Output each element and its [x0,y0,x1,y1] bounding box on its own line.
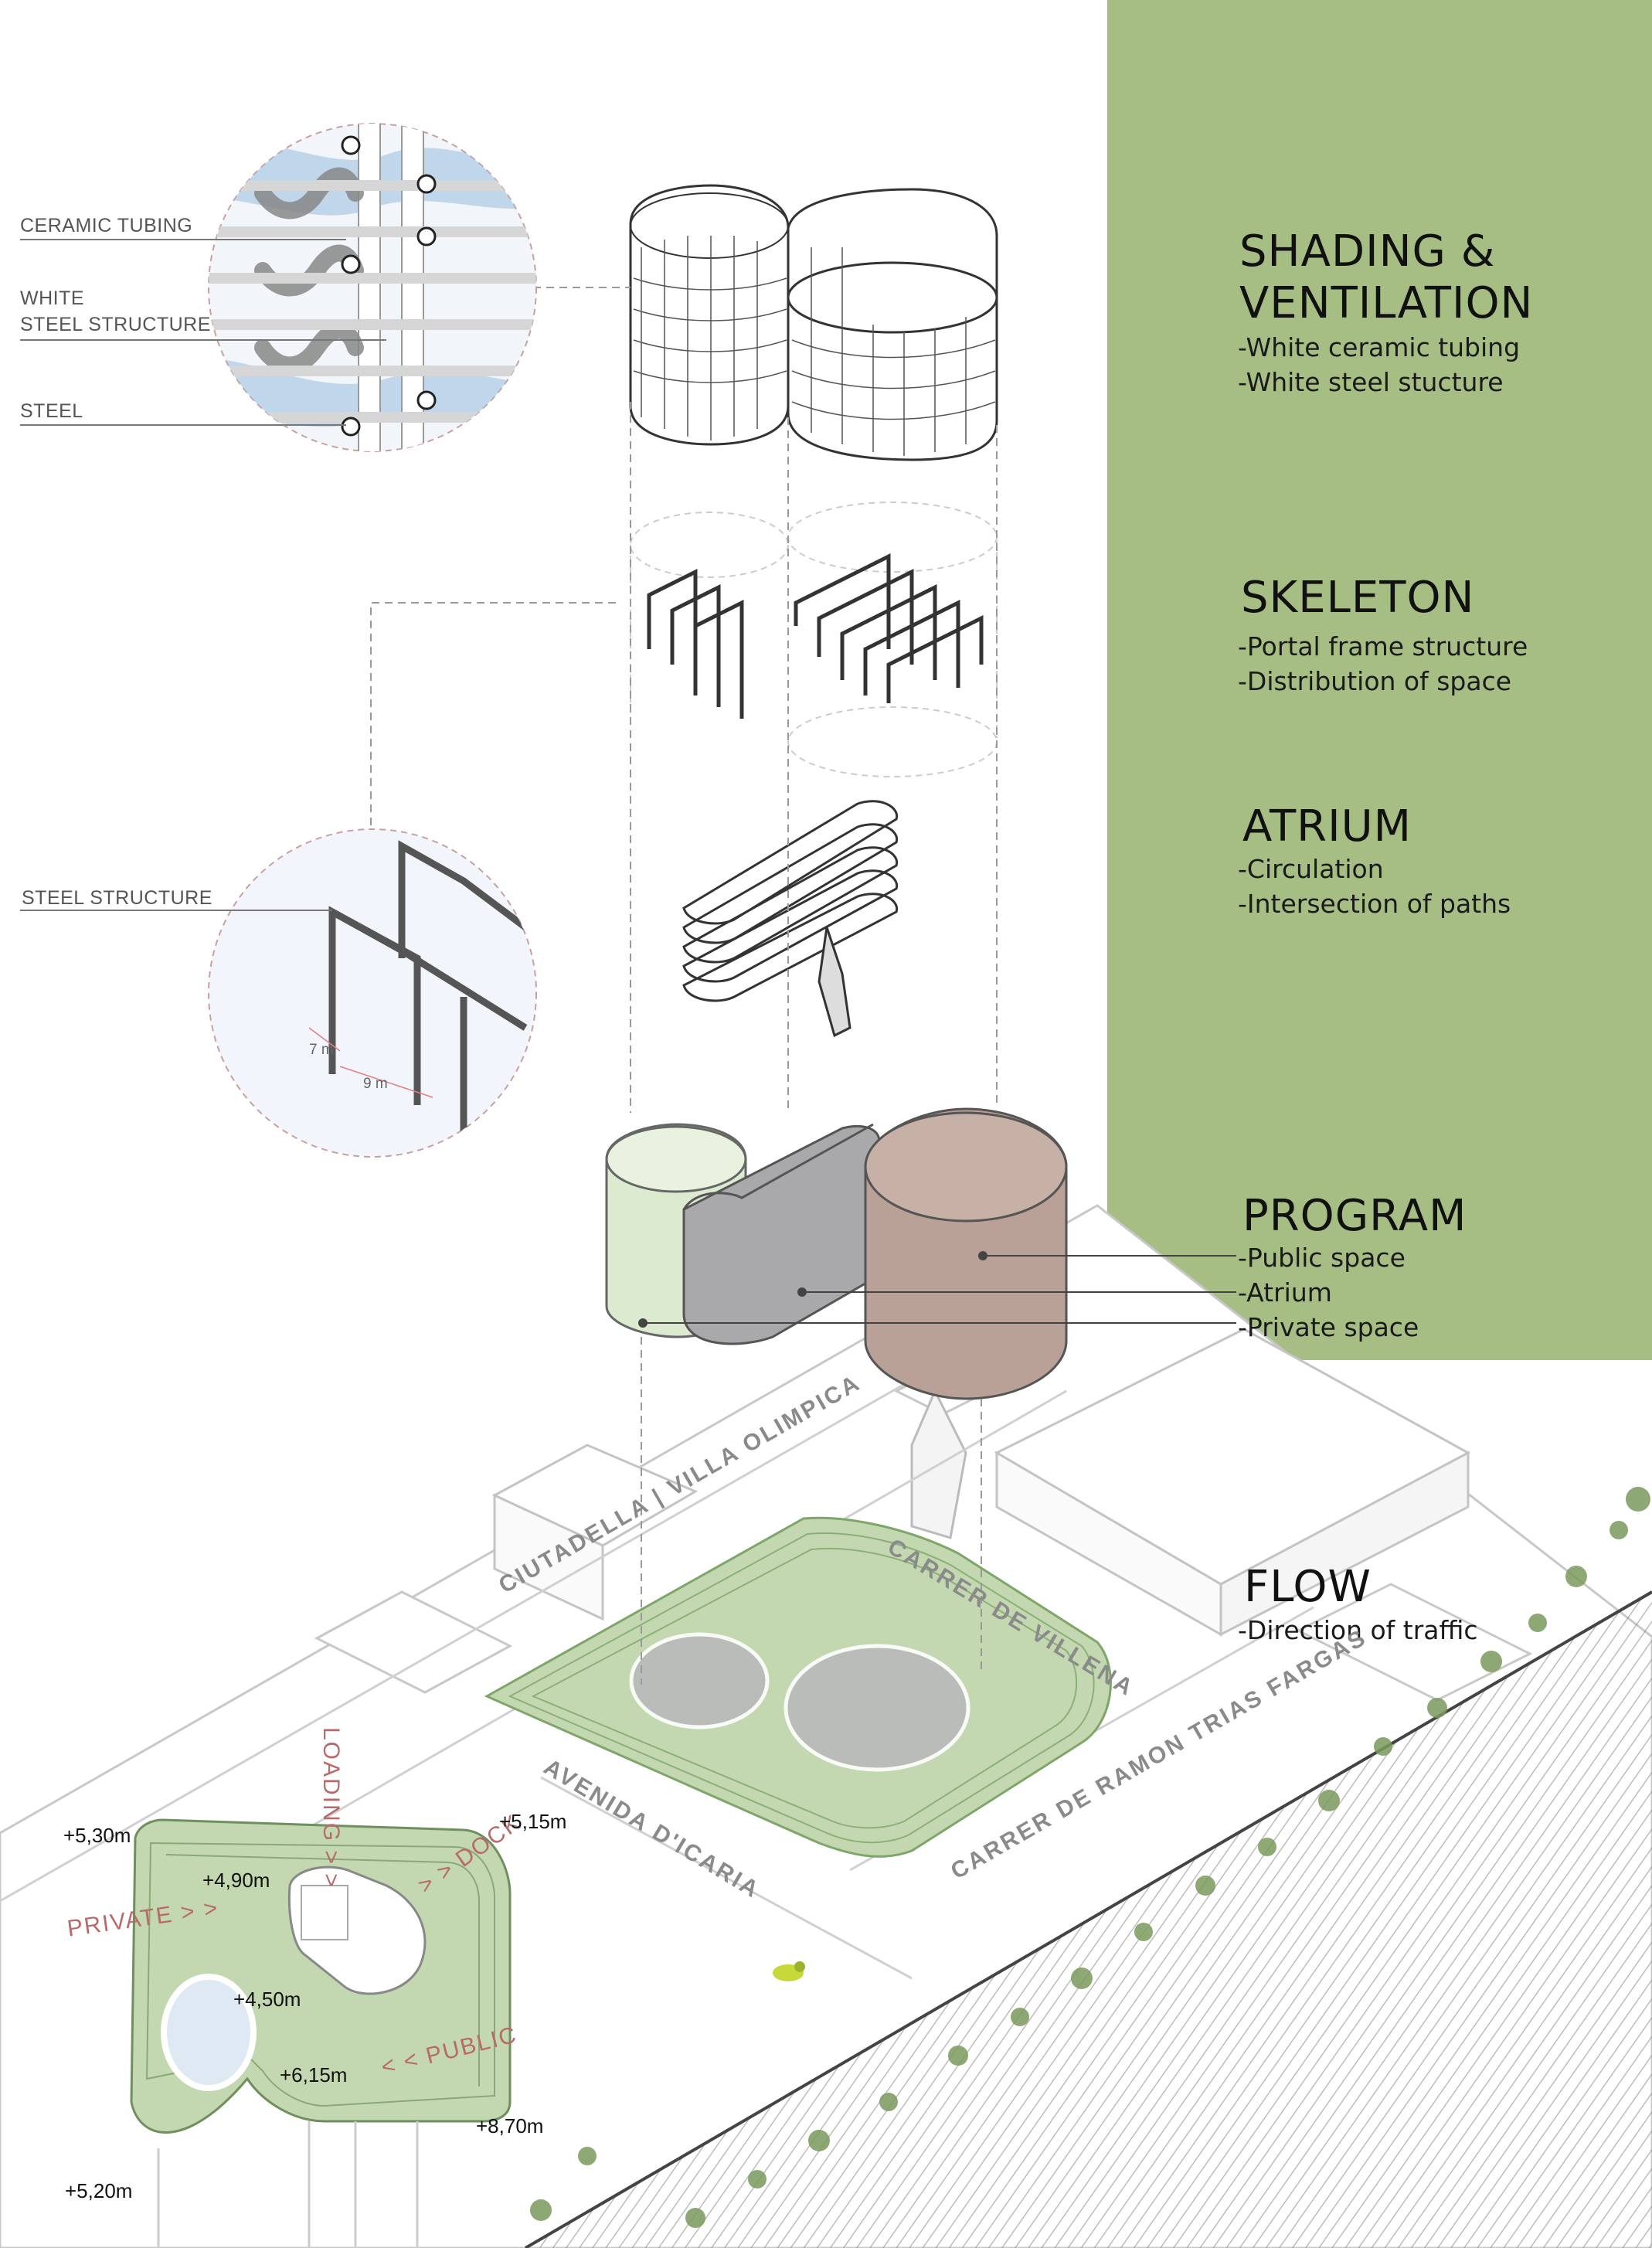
section-title-shading: SHADING &VENTILATION [1239,226,1534,329]
elevation-label: +5,30m [63,1824,131,1847]
site-landscape [484,1516,1112,1858]
shading-detail-circle [208,123,537,452]
section-item: -Distribution of space [1238,666,1512,696]
section-item: -Public space [1238,1243,1406,1273]
callout-white-steel-line1: WHITE [20,287,85,309]
elevation-label: +5,15m [499,1810,567,1833]
floor-plan-inset [130,1818,512,2248]
section-item: -Atrium [1238,1277,1332,1308]
section-item: -Direction of traffic [1238,1615,1478,1645]
callout-steel: STEEL [20,400,83,422]
section-title-atrium: ATRIUM [1242,801,1412,852]
callout-white-steel-line2: STEEL STRUCTURE [20,314,211,335]
program-volumes [605,1107,1068,1400]
section-item: -White steel stucture [1238,367,1504,397]
elevation-label: +5,20m [65,2179,133,2202]
section-title-program: PROGRAM [1242,1191,1467,1241]
callout-steel-structure: STEEL STRUCTURE [22,887,212,909]
elevation-label: +4,90m [202,1869,270,1892]
section-item: -Portal frame structure [1238,631,1528,661]
dimension-9m: 9 m [363,1076,388,1092]
zone-label-loading: LOADING > > [318,1727,344,1889]
program-leader-lines [638,1251,1236,1328]
section-title-skeleton: SKELETON [1241,573,1475,623]
bird-icon [773,1961,805,1981]
green-background-panel [1107,0,1652,1360]
shading-layer-mesh [629,184,998,461]
vegetation [530,1487,1650,2228]
elevation-label: +8,70m [476,2114,544,2137]
projection-lines [370,287,998,1685]
dimension-7m: 7 m [309,1042,334,1058]
detail-callout-lines [20,239,386,911]
skeleton-layer-frames [630,502,998,777]
section-item: -White ceramic tubing [1238,332,1521,362]
elevation-label: +4,50m [233,1988,301,2011]
section-title-flow: FLOW [1244,1562,1372,1612]
section-item: -Intersection of paths [1238,889,1511,919]
section-item: -Circulation [1238,854,1384,884]
section-item: -Private space [1238,1312,1419,1342]
atrium-layer-ramps [682,800,899,1038]
steel-structure-detail-circle [208,828,537,1158]
elevation-label: +6,15m [280,2063,348,2086]
callout-ceramic-tubing: CERAMIC TUBING [20,215,193,236]
